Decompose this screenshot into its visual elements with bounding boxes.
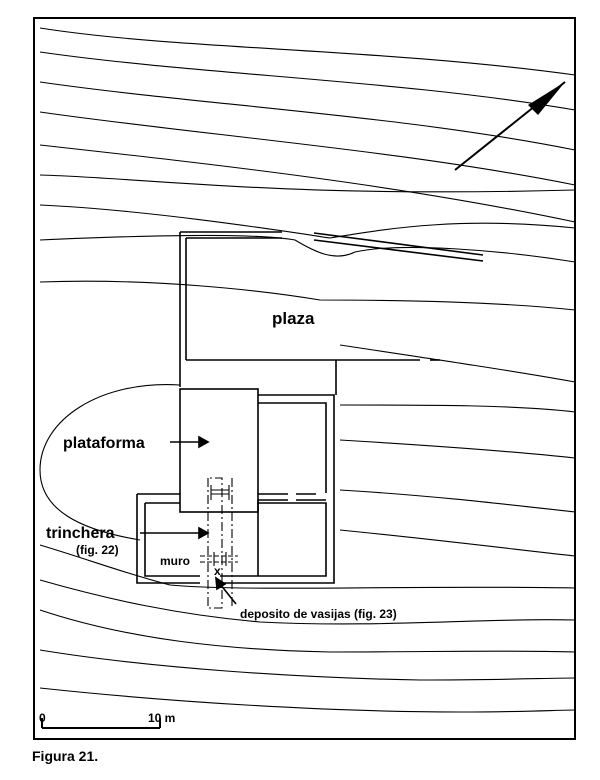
contour-line <box>39 280 576 311</box>
contour-line <box>39 687 576 713</box>
contour-line <box>39 649 576 681</box>
deposito-label: deposito de vasijas (fig. 23) <box>240 607 397 621</box>
figure-caption: Figura 21. <box>32 748 99 764</box>
contour-line <box>39 51 576 111</box>
plataforma-platform <box>179 388 259 513</box>
plaza-enclosure <box>179 231 484 387</box>
plaza-label: plaza <box>272 309 315 328</box>
plataforma-label: plataforma <box>63 435 145 452</box>
trinchera-ref-label: (fig. 22) <box>76 543 119 557</box>
scale-end-label: 10 m <box>148 711 175 725</box>
contour-line <box>39 204 576 239</box>
muro-label: muro <box>160 554 190 568</box>
compound-walls <box>136 360 337 584</box>
muro-wall <box>200 552 238 566</box>
contour-line <box>39 27 576 76</box>
scale-bar: 0 10 m <box>39 711 175 729</box>
annotation-arrows <box>140 435 237 605</box>
contour-line <box>339 404 576 413</box>
contour-line <box>339 529 576 557</box>
contour-line <box>39 609 576 653</box>
contour-line <box>39 544 576 589</box>
contour-line <box>339 489 576 513</box>
deposit-marker: x <box>214 564 221 578</box>
trinchera-trench <box>207 477 233 609</box>
figure-frame <box>33 17 576 740</box>
contour-line <box>39 579 576 625</box>
north-arrow-icon <box>454 81 566 171</box>
contour-line <box>339 344 576 383</box>
deposito-arrow-icon <box>219 583 237 605</box>
contour-line <box>39 384 181 541</box>
trinchera-label: trinchera <box>46 525 115 542</box>
contour-line <box>39 111 576 186</box>
contour-line <box>39 144 576 223</box>
contour-line <box>39 81 576 151</box>
scale-start-label: 0 <box>39 711 46 725</box>
contour-lines <box>39 27 576 713</box>
contour-line <box>39 234 576 263</box>
contour-line <box>39 174 576 193</box>
contour-line <box>339 439 576 459</box>
